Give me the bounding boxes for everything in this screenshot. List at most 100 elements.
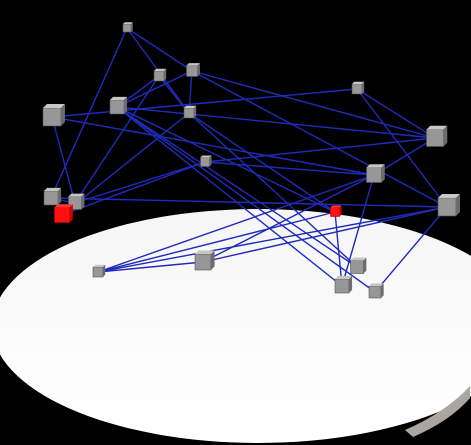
- graph-node-cube[interactable]: [122, 22, 133, 33]
- cube-front-face: [366, 167, 382, 183]
- graph-edge: [116, 106, 343, 287]
- highlighted-node-cube[interactable]: [54, 204, 73, 223]
- cube-top-face: [123, 22, 133, 24]
- graph-edge: [204, 161, 375, 176]
- cube-front-face: [368, 285, 382, 299]
- graph-node-cube[interactable]: [350, 257, 367, 274]
- graph-node-cube[interactable]: [92, 264, 106, 278]
- cube-side-face: [381, 283, 384, 298]
- highlighted-node-cube[interactable]: [330, 205, 342, 217]
- cube-top-face: [426, 125, 448, 130]
- graph-node-cube[interactable]: [437, 194, 460, 217]
- graph-node-cube[interactable]: [43, 187, 62, 206]
- graph-edge: [74, 75, 160, 204]
- cube-front-face: [334, 278, 350, 294]
- graph-edge: [341, 174, 375, 287]
- cube-front-face: [330, 207, 340, 217]
- cube-top-face: [350, 257, 367, 261]
- cube-top-face: [335, 275, 353, 279]
- graph-node-cube[interactable]: [366, 164, 385, 183]
- cube-front-face: [194, 253, 212, 271]
- graph-node-cube[interactable]: [194, 250, 215, 271]
- graph-node-cube[interactable]: [153, 68, 167, 82]
- cube-side-face: [211, 250, 215, 270]
- cube-front-face: [426, 129, 444, 147]
- cube-side-face: [456, 194, 460, 216]
- cube-side-face: [58, 187, 62, 205]
- cube-top-face: [352, 81, 365, 84]
- graph-edge: [51, 88, 358, 118]
- graph-node-cube[interactable]: [368, 283, 384, 299]
- cube-top-face: [154, 68, 167, 71]
- graph-node-cube[interactable]: [109, 96, 128, 115]
- cube-side-face: [131, 22, 133, 32]
- ground-rim: [405, 386, 470, 437]
- graph-edge: [356, 88, 448, 208]
- graph-edge: [191, 70, 436, 139]
- graph-node-cube[interactable]: [200, 155, 212, 167]
- cube-side-face: [164, 68, 167, 81]
- cube-top-face: [44, 187, 62, 191]
- graph-edge: [116, 106, 376, 293]
- cube-top-face: [366, 164, 385, 168]
- cube-front-face: [351, 83, 363, 95]
- cube-side-face: [381, 164, 385, 183]
- graph-edge: [97, 211, 336, 273]
- graph-edge: [191, 70, 448, 208]
- cube-side-face: [197, 63, 200, 77]
- graph-edge: [116, 70, 193, 108]
- cube-top-face: [330, 205, 342, 208]
- edges-layer: [50, 27, 448, 293]
- graph-edge: [50, 197, 448, 208]
- graph-edge: [204, 137, 436, 163]
- graph-edge: [188, 112, 358, 268]
- graph-edge: [51, 116, 375, 176]
- cube-side-face: [61, 104, 65, 126]
- cube-side-face: [362, 81, 365, 94]
- cube-front-face: [92, 266, 104, 278]
- cube-side-face: [103, 264, 106, 277]
- graph-edge: [116, 106, 358, 268]
- graph-edge: [356, 88, 436, 139]
- cube-side-face: [209, 155, 212, 167]
- graph-edge: [51, 116, 76, 204]
- cube-front-face: [183, 107, 195, 119]
- cube-side-face: [349, 275, 353, 293]
- cube-side-face: [69, 204, 73, 223]
- graph-node-cube[interactable]: [186, 63, 200, 77]
- graph-edge: [61, 161, 206, 216]
- cube-front-face: [153, 70, 165, 82]
- cube-top-face: [438, 194, 460, 198]
- graph-node-cube[interactable]: [42, 104, 65, 127]
- cube-top-face: [110, 96, 128, 100]
- graph-edge: [116, 106, 436, 139]
- graph-edge: [188, 112, 336, 213]
- cube-front-face: [350, 260, 364, 274]
- cube-top-face: [195, 250, 215, 254]
- cube-top-face: [184, 105, 197, 108]
- graph-edge: [202, 206, 448, 263]
- cube-front-face: [200, 157, 210, 167]
- graph-edge: [97, 261, 204, 273]
- cube-top-face: [43, 104, 65, 108]
- cube-front-face: [122, 23, 132, 33]
- cube-side-face: [339, 205, 342, 217]
- cube-side-face: [194, 105, 197, 118]
- graph-edge: [97, 174, 375, 273]
- graph-node-cube[interactable]: [334, 275, 353, 294]
- cube-front-face: [54, 207, 70, 223]
- graph-edge: [158, 75, 190, 114]
- cube-side-face: [81, 193, 85, 210]
- cube-top-face: [68, 193, 85, 197]
- graph-node-cube[interactable]: [183, 105, 197, 119]
- cube-side-face: [124, 96, 128, 114]
- cube-front-face: [42, 107, 62, 127]
- graph-node-cube[interactable]: [426, 125, 448, 147]
- graph-edge: [374, 206, 448, 293]
- cube-front-face: [186, 65, 198, 77]
- cube-top-face: [93, 264, 106, 267]
- cube-side-face: [443, 125, 448, 147]
- graph-node-cube[interactable]: [351, 81, 365, 95]
